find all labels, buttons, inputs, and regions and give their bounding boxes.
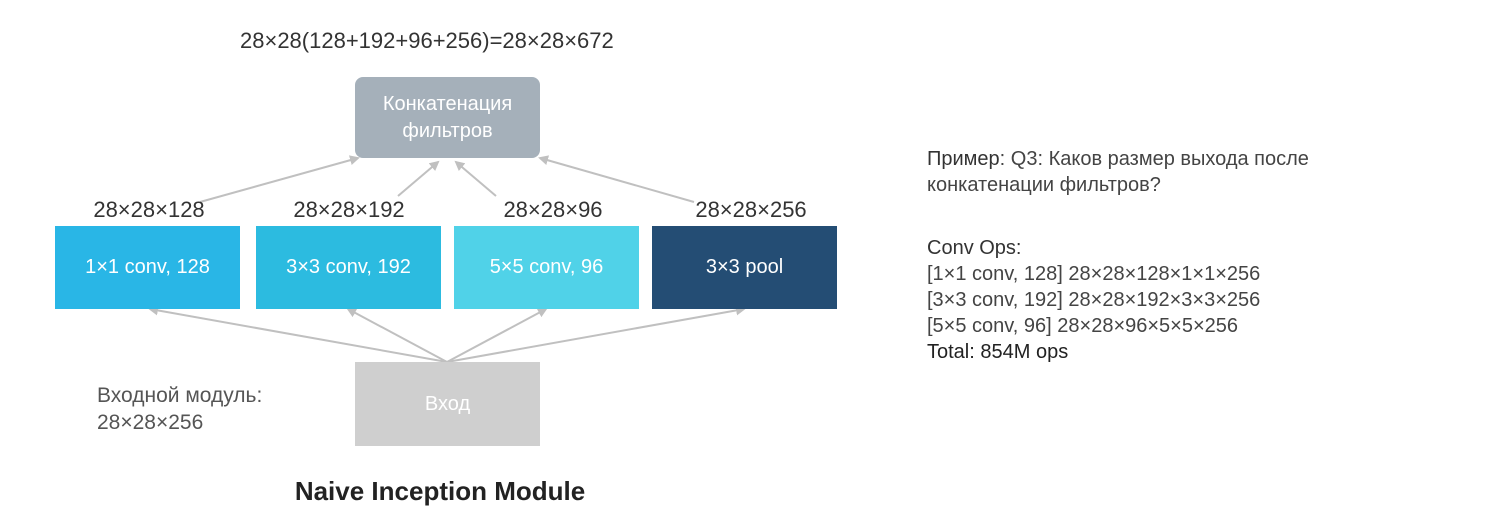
input-module-label-line1: Входной модуль: bbox=[97, 384, 263, 407]
arrow-branch-2-to-concat bbox=[397, 160, 440, 197]
branch-2-box: 3×3 conv, 192 bbox=[256, 226, 441, 309]
input-box-label: Вход bbox=[424, 392, 471, 415]
branch-1-size: 28×28×128 bbox=[93, 197, 205, 222]
example-question: Пример: Q3: Каков размер выхода после ко… bbox=[927, 146, 1309, 198]
concat-box-line1: Конкатенация bbox=[382, 92, 513, 115]
conv-ops-line-2: [3×3 conv, 192] 28×28×192×3×3×256 bbox=[927, 289, 1261, 311]
input-module-label: Входной модуль: 28×28×256 bbox=[97, 382, 262, 437]
conv-ops-heading: Conv Ops: bbox=[927, 237, 1022, 259]
input-box: Вход bbox=[355, 362, 540, 446]
branch-4-size: 28×28×256 bbox=[695, 197, 807, 222]
arrow-input-to-branch-2 bbox=[346, 308, 448, 363]
arrow-branch-4-to-concat bbox=[538, 155, 695, 203]
arrow-input-to-branch-1 bbox=[148, 305, 448, 363]
branch-4-box: 3×3 pool bbox=[652, 226, 837, 309]
branch-4-label: 3×3 pool bbox=[705, 256, 784, 278]
branch-3-box: 5×5 conv, 96 bbox=[454, 226, 639, 309]
conv-ops-line-3: [5×5 conv, 96] 28×28×96×5×5×256 bbox=[927, 315, 1239, 337]
arrow-input-to-branch-4 bbox=[446, 305, 746, 363]
example-prefix: Пример bbox=[927, 148, 1000, 170]
input-module-label-line2: 28×28×256 bbox=[97, 411, 204, 435]
example-question-line2: конкатенации фильтров? bbox=[927, 174, 1161, 196]
concat-box-line2: фильтров bbox=[402, 119, 493, 142]
concat-formula: 28×28(128+192+96+256)=28×28×672 bbox=[240, 28, 614, 53]
arrow-branch-1-to-concat bbox=[199, 155, 360, 203]
conv-ops-line-1: [1×1 conv, 128] 28×28×128×1×1×256 bbox=[927, 263, 1261, 285]
branch-3-label: 5×5 conv, 96 bbox=[489, 256, 604, 278]
branch-3-size: 28×28×96 bbox=[503, 197, 603, 222]
branch-2-size: 28×28×192 bbox=[293, 197, 405, 222]
arrow-input-to-branch-3 bbox=[446, 308, 548, 363]
branch-1-label: 1×1 conv, 128 bbox=[85, 256, 210, 278]
conv-ops-total: Total: 854M ops bbox=[927, 341, 1069, 363]
arrow-branch-3-to-concat bbox=[454, 160, 497, 197]
concat-box: Конкатенация фильтров bbox=[355, 77, 540, 158]
conv-ops-block: Conv Ops: [1×1 conv, 128] 28×28×128×1×1×… bbox=[927, 235, 1260, 365]
example-question-line1: : Q3: Каков размер выхода после bbox=[999, 148, 1309, 170]
branch-1-box: 1×1 conv, 128 bbox=[55, 226, 240, 309]
diagram-title: Naive Inception Module bbox=[294, 476, 586, 506]
branch-2-label: 3×3 conv, 192 bbox=[286, 256, 411, 278]
